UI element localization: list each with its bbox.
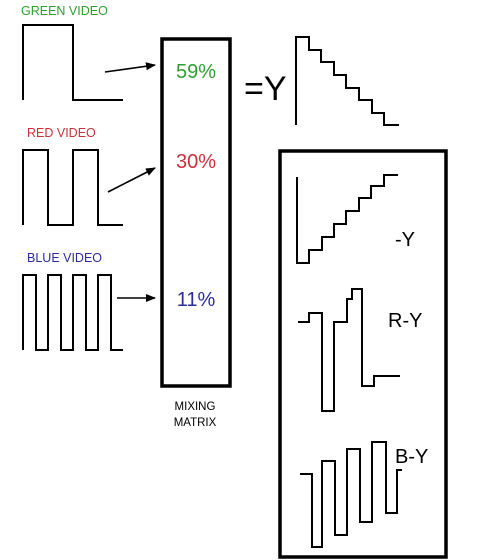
y-staircase-waveform bbox=[295, 36, 399, 126]
color-difference-box bbox=[278, 149, 448, 559]
green-input-arrow bbox=[104, 62, 156, 73]
green-percentage: 59% bbox=[176, 61, 216, 83]
red-video-waveform bbox=[22, 149, 123, 226]
r-y-waveform bbox=[298, 288, 400, 412]
mixing-matrix-caption-line1: MIXING bbox=[175, 401, 216, 413]
neg-y-label: -Y bbox=[395, 229, 415, 251]
b-y-label: B-Y bbox=[395, 446, 428, 468]
blue-video-waveform bbox=[22, 274, 123, 351]
red-video-label: RED VIDEO bbox=[27, 126, 96, 140]
neg-y-staircase-waveform bbox=[296, 174, 398, 264]
green-video-waveform bbox=[22, 24, 123, 101]
b-y-waveform bbox=[300, 441, 402, 548]
blue-percentage: 11% bbox=[177, 289, 216, 311]
r-y-label: R-Y bbox=[388, 310, 422, 332]
y-output-label: =Y bbox=[244, 70, 287, 108]
red-percentage: 30% bbox=[176, 151, 216, 173]
mixing-matrix-box bbox=[160, 37, 232, 388]
red-input-arrow bbox=[107, 167, 156, 193]
mixing-matrix-caption-line2: MATRIX bbox=[174, 417, 217, 429]
blue-video-label: BLUE VIDEO bbox=[27, 251, 102, 265]
green-video-label: GREEN VIDEO bbox=[21, 4, 108, 18]
